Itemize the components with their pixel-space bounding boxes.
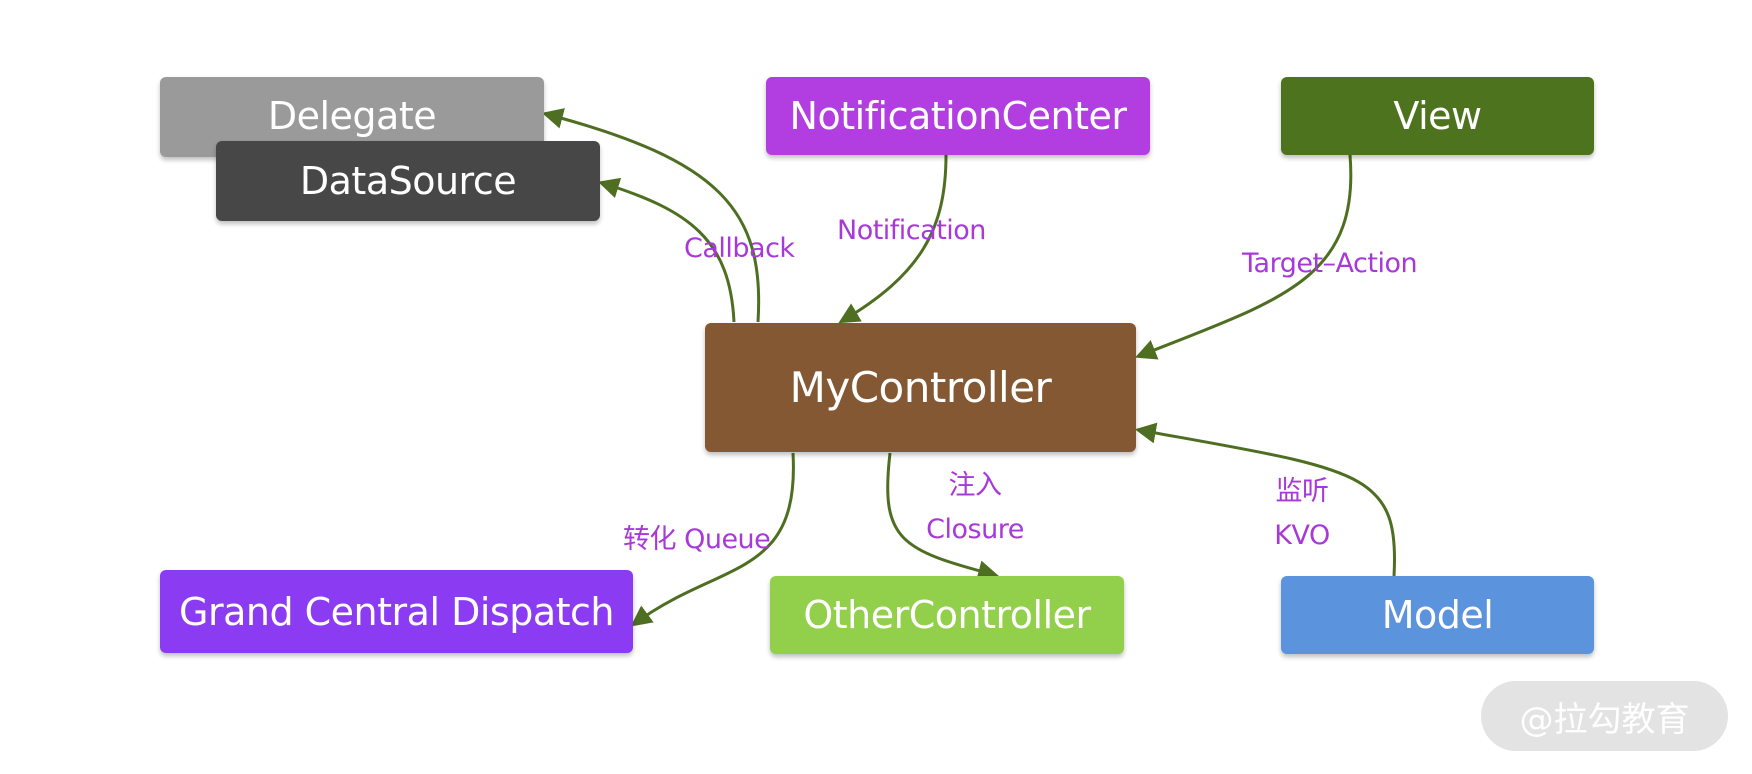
edge-notification	[838, 154, 948, 324]
edge-gcd-queue	[630, 452, 795, 627]
other-controller-label: OtherController	[803, 593, 1091, 637]
watermark: @拉勾教育	[1481, 681, 1728, 751]
target-action-edge-label: Target–Action	[1242, 248, 1418, 279]
datasource-label: DataSource	[299, 159, 517, 203]
my-controller-node: MyController	[705, 323, 1136, 452]
model-label: Model	[1381, 593, 1494, 637]
gcd-queue-edge-label: 转化 Queue	[623, 524, 771, 555]
model-node: Model	[1281, 576, 1594, 654]
delegate-label: Delegate	[267, 94, 437, 138]
datasource-node: DataSource	[216, 141, 600, 221]
edge-closure	[886, 452, 1000, 581]
closure-label-line2: Closure	[926, 514, 1024, 545]
edge-target-action	[1135, 154, 1353, 360]
my-controller-label: MyController	[789, 363, 1052, 412]
kvo-label-line1: 监听	[1275, 476, 1330, 507]
gcd-label: Grand Central Dispatch	[179, 589, 614, 634]
kvo-label-line2: KVO	[1274, 520, 1330, 551]
closure-label-line1: 注入	[948, 470, 1003, 501]
notification-center-label: NotificationCenter	[789, 94, 1127, 138]
callback-edge-label: Callback	[684, 233, 795, 264]
gcd-node: Grand Central Dispatch	[160, 570, 633, 653]
edge-kvo	[1134, 422, 1397, 577]
notification-edge-label: Notification	[837, 215, 986, 246]
view-label: View	[1393, 94, 1482, 138]
closure-edge-label: 注入 Closure	[920, 464, 1030, 552]
notification-center-node: NotificationCenter	[766, 77, 1150, 155]
edge-callback-to-delegate	[541, 108, 761, 323]
edge-callback-to-datasource	[597, 177, 736, 323]
kvo-edge-label: 监听 KVO	[1262, 470, 1342, 558]
other-controller-node: OtherController	[770, 576, 1124, 654]
view-node: View	[1281, 77, 1594, 155]
